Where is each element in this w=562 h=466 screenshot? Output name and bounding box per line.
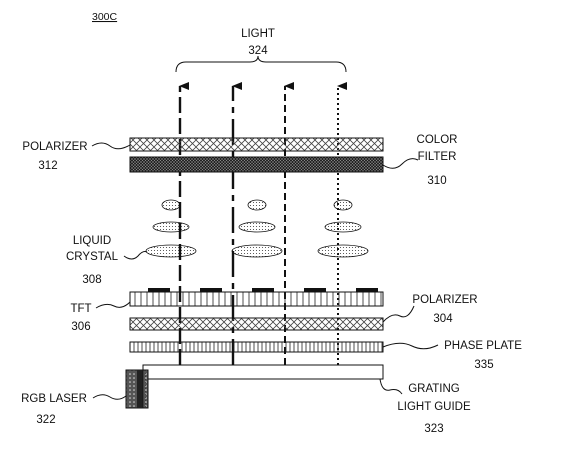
polarizer-304-layer — [129, 317, 384, 331]
grating-label-line2: LIGHT GUIDE — [397, 401, 471, 413]
rgb-laser-segment — [137, 370, 143, 408]
light-bracket — [175, 55, 347, 73]
grating-leader — [379, 378, 403, 395]
grating-light-guide — [142, 364, 384, 380]
light-label: LIGHT — [241, 28, 275, 40]
rgb-laser-label: RGB LASER — [21, 393, 87, 405]
tft-electrode — [356, 288, 378, 292]
polarizer-312-leader — [91, 142, 131, 150]
tft-electrodes — [148, 288, 378, 292]
tft-electrode — [304, 288, 326, 292]
grating-label-line1: GRATING — [408, 383, 460, 395]
tft-electrode — [252, 288, 274, 292]
lc-molecule — [317, 244, 369, 258]
tft-leader — [95, 301, 131, 309]
polarizer-304-leader — [382, 305, 415, 323]
color-filter-layer — [129, 156, 384, 173]
polarizer-312-label: POLARIZER — [22, 141, 87, 153]
rgb-laser-leader — [92, 394, 127, 400]
liquid-crystal-molecules — [145, 199, 369, 258]
color-filter-number: 310 — [427, 175, 446, 187]
liquid-crystal-leader — [123, 251, 148, 260]
tft-label: TFT — [70, 303, 91, 315]
figure-label: 300C — [92, 11, 118, 23]
liquid-crystal-label-line2: CRYSTAL — [66, 251, 119, 263]
lc-molecule — [247, 199, 267, 211]
light-number: 324 — [248, 45, 268, 57]
polarizer-312-number: 312 — [38, 160, 57, 172]
phase-plate-layer — [129, 341, 384, 353]
polarizer-304-number: 304 — [433, 313, 453, 325]
tft-electrode — [148, 288, 170, 292]
liquid-crystal-number: 308 — [82, 274, 101, 286]
color-filter-label-line1: COLOR — [417, 134, 458, 146]
tft-electrode — [200, 288, 222, 292]
polarizer-312-layer — [129, 137, 384, 152]
grating-number: 323 — [424, 423, 443, 435]
color-filter-label-line2: FILTER — [418, 151, 457, 163]
polarizer-304-label: POLARIZER — [412, 294, 477, 306]
phase-plate-label: PHASE PLATE — [444, 340, 522, 352]
rgb-laser — [125, 369, 149, 409]
lc-molecule — [324, 221, 362, 233]
rgb-laser-number: 322 — [36, 414, 55, 426]
phase-plate-number: 335 — [474, 359, 493, 371]
lc-molecule — [238, 221, 276, 233]
lc-molecule — [161, 199, 181, 211]
liquid-crystal-label-line1: LIQUID — [73, 235, 111, 247]
color-filter-leader — [382, 158, 419, 169]
lc-molecule — [152, 221, 190, 233]
tft-layer — [129, 291, 384, 307]
lc-molecule — [231, 244, 283, 258]
tft-number: 306 — [71, 321, 90, 333]
rgb-laser-segment — [142, 369, 149, 409]
phase-plate-leader — [382, 342, 439, 350]
lc-molecule — [333, 199, 353, 211]
lc-molecule — [145, 244, 197, 258]
